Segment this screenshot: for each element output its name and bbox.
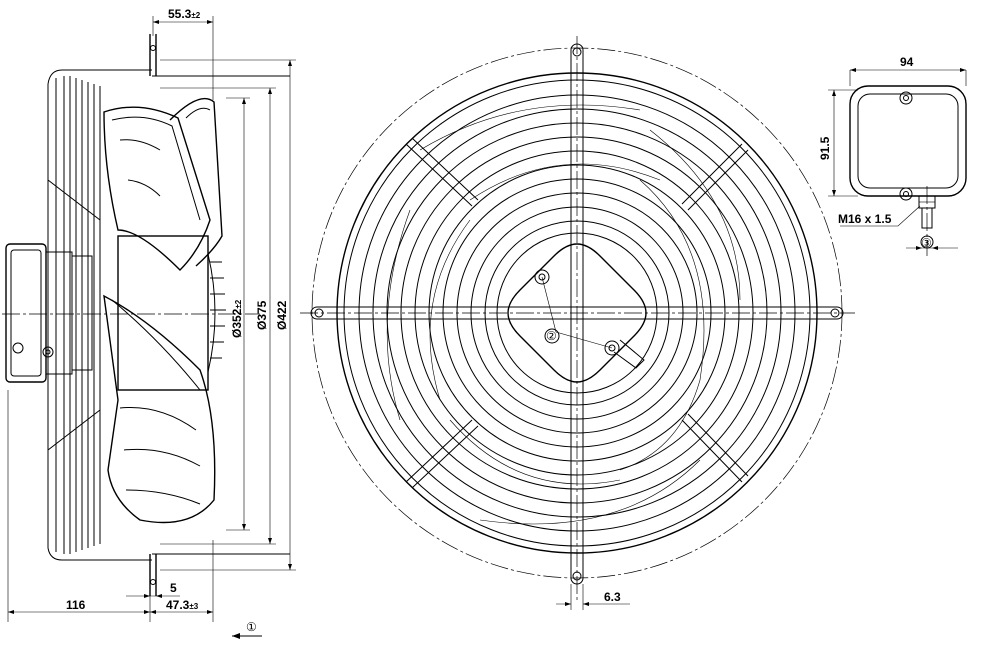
dim-box-height: 91.5 [818,89,858,197]
front-view: ② 6.3 [300,36,855,610]
svg-text:94: 94 [900,55,914,69]
svg-text:Ø352±2: Ø352±2 [230,299,244,338]
blade-outlines [386,104,741,525]
svg-text:47.3±3: 47.3±3 [166,598,199,612]
blade-upper [103,97,223,271]
svg-text:②: ② [546,329,557,343]
svg-text:M16 x 1.5: M16 x 1.5 [838,212,892,226]
svg-text:6.3: 6.3 [604,590,621,604]
motor-housing [5,243,93,383]
svg-text:Ø375: Ø375 [255,300,269,330]
terminal-box-view: 94 91.5 M16 x 1.5 ③ [818,55,967,256]
svg-text:③: ③ [921,236,932,250]
svg-text:91.5: 91.5 [818,136,832,160]
side-view: 55.3±2 Ø352±2 Ø375 Ø422 5 [2,7,296,639]
blade-lower [103,294,216,524]
svg-text:Ø422: Ø422 [275,300,289,330]
svg-text:55.3±2: 55.3±2 [168,7,201,21]
dim-box-width: 94 [849,55,967,86]
svg-text:①: ① [246,620,257,634]
dim-gland: ③ [906,235,958,250]
label-gland-thread: M16 x 1.5 [838,205,921,227]
dim-depth-top: 55.3±2 [152,7,214,100]
airflow-arrow: ① [232,620,262,639]
hub [117,235,226,391]
dim-spoke-width: 6.3 [556,584,630,610]
svg-text:116: 116 [66,598,86,612]
dim-bottom: 5 116 47.3±3 [7,390,214,622]
svg-text:5: 5 [170,581,177,595]
guard-side [47,34,290,596]
dim-diameters: Ø352±2 Ø375 Ø422 [160,59,296,571]
